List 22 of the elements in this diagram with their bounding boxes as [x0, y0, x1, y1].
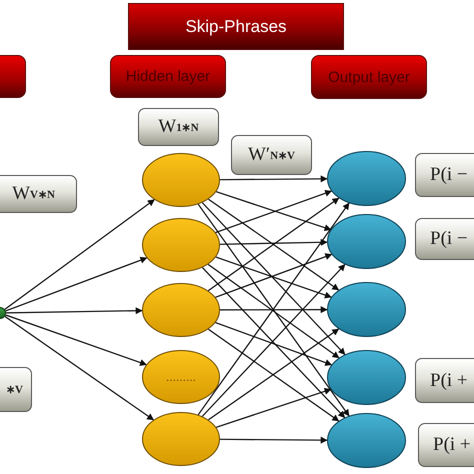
arrow	[6, 307, 143, 314]
arrow	[208, 264, 340, 358]
arrow	[4, 316, 154, 420]
layer-box: Output layer	[311, 55, 427, 99]
arrow	[220, 306, 328, 314]
arrow	[220, 436, 328, 444]
title-banner: Skip-Phrases	[128, 3, 344, 50]
arrow	[6, 314, 147, 366]
arrow	[4, 199, 155, 310]
probability-label: P(i +	[418, 423, 474, 467]
ellipsis-text: .........	[166, 370, 196, 384]
arrow	[220, 175, 328, 182]
arrow	[215, 322, 332, 366]
probability-label: P(i −	[415, 218, 474, 260]
arrow	[220, 238, 328, 246]
arrow	[202, 202, 346, 355]
weight-label: ∗V	[0, 367, 32, 412]
probability-label: P(i +	[415, 358, 474, 403]
probability-label: P(i −	[415, 153, 474, 197]
arrow	[216, 388, 332, 428]
arrow	[5, 256, 148, 312]
layer-box: Hidden layer	[110, 55, 226, 98]
